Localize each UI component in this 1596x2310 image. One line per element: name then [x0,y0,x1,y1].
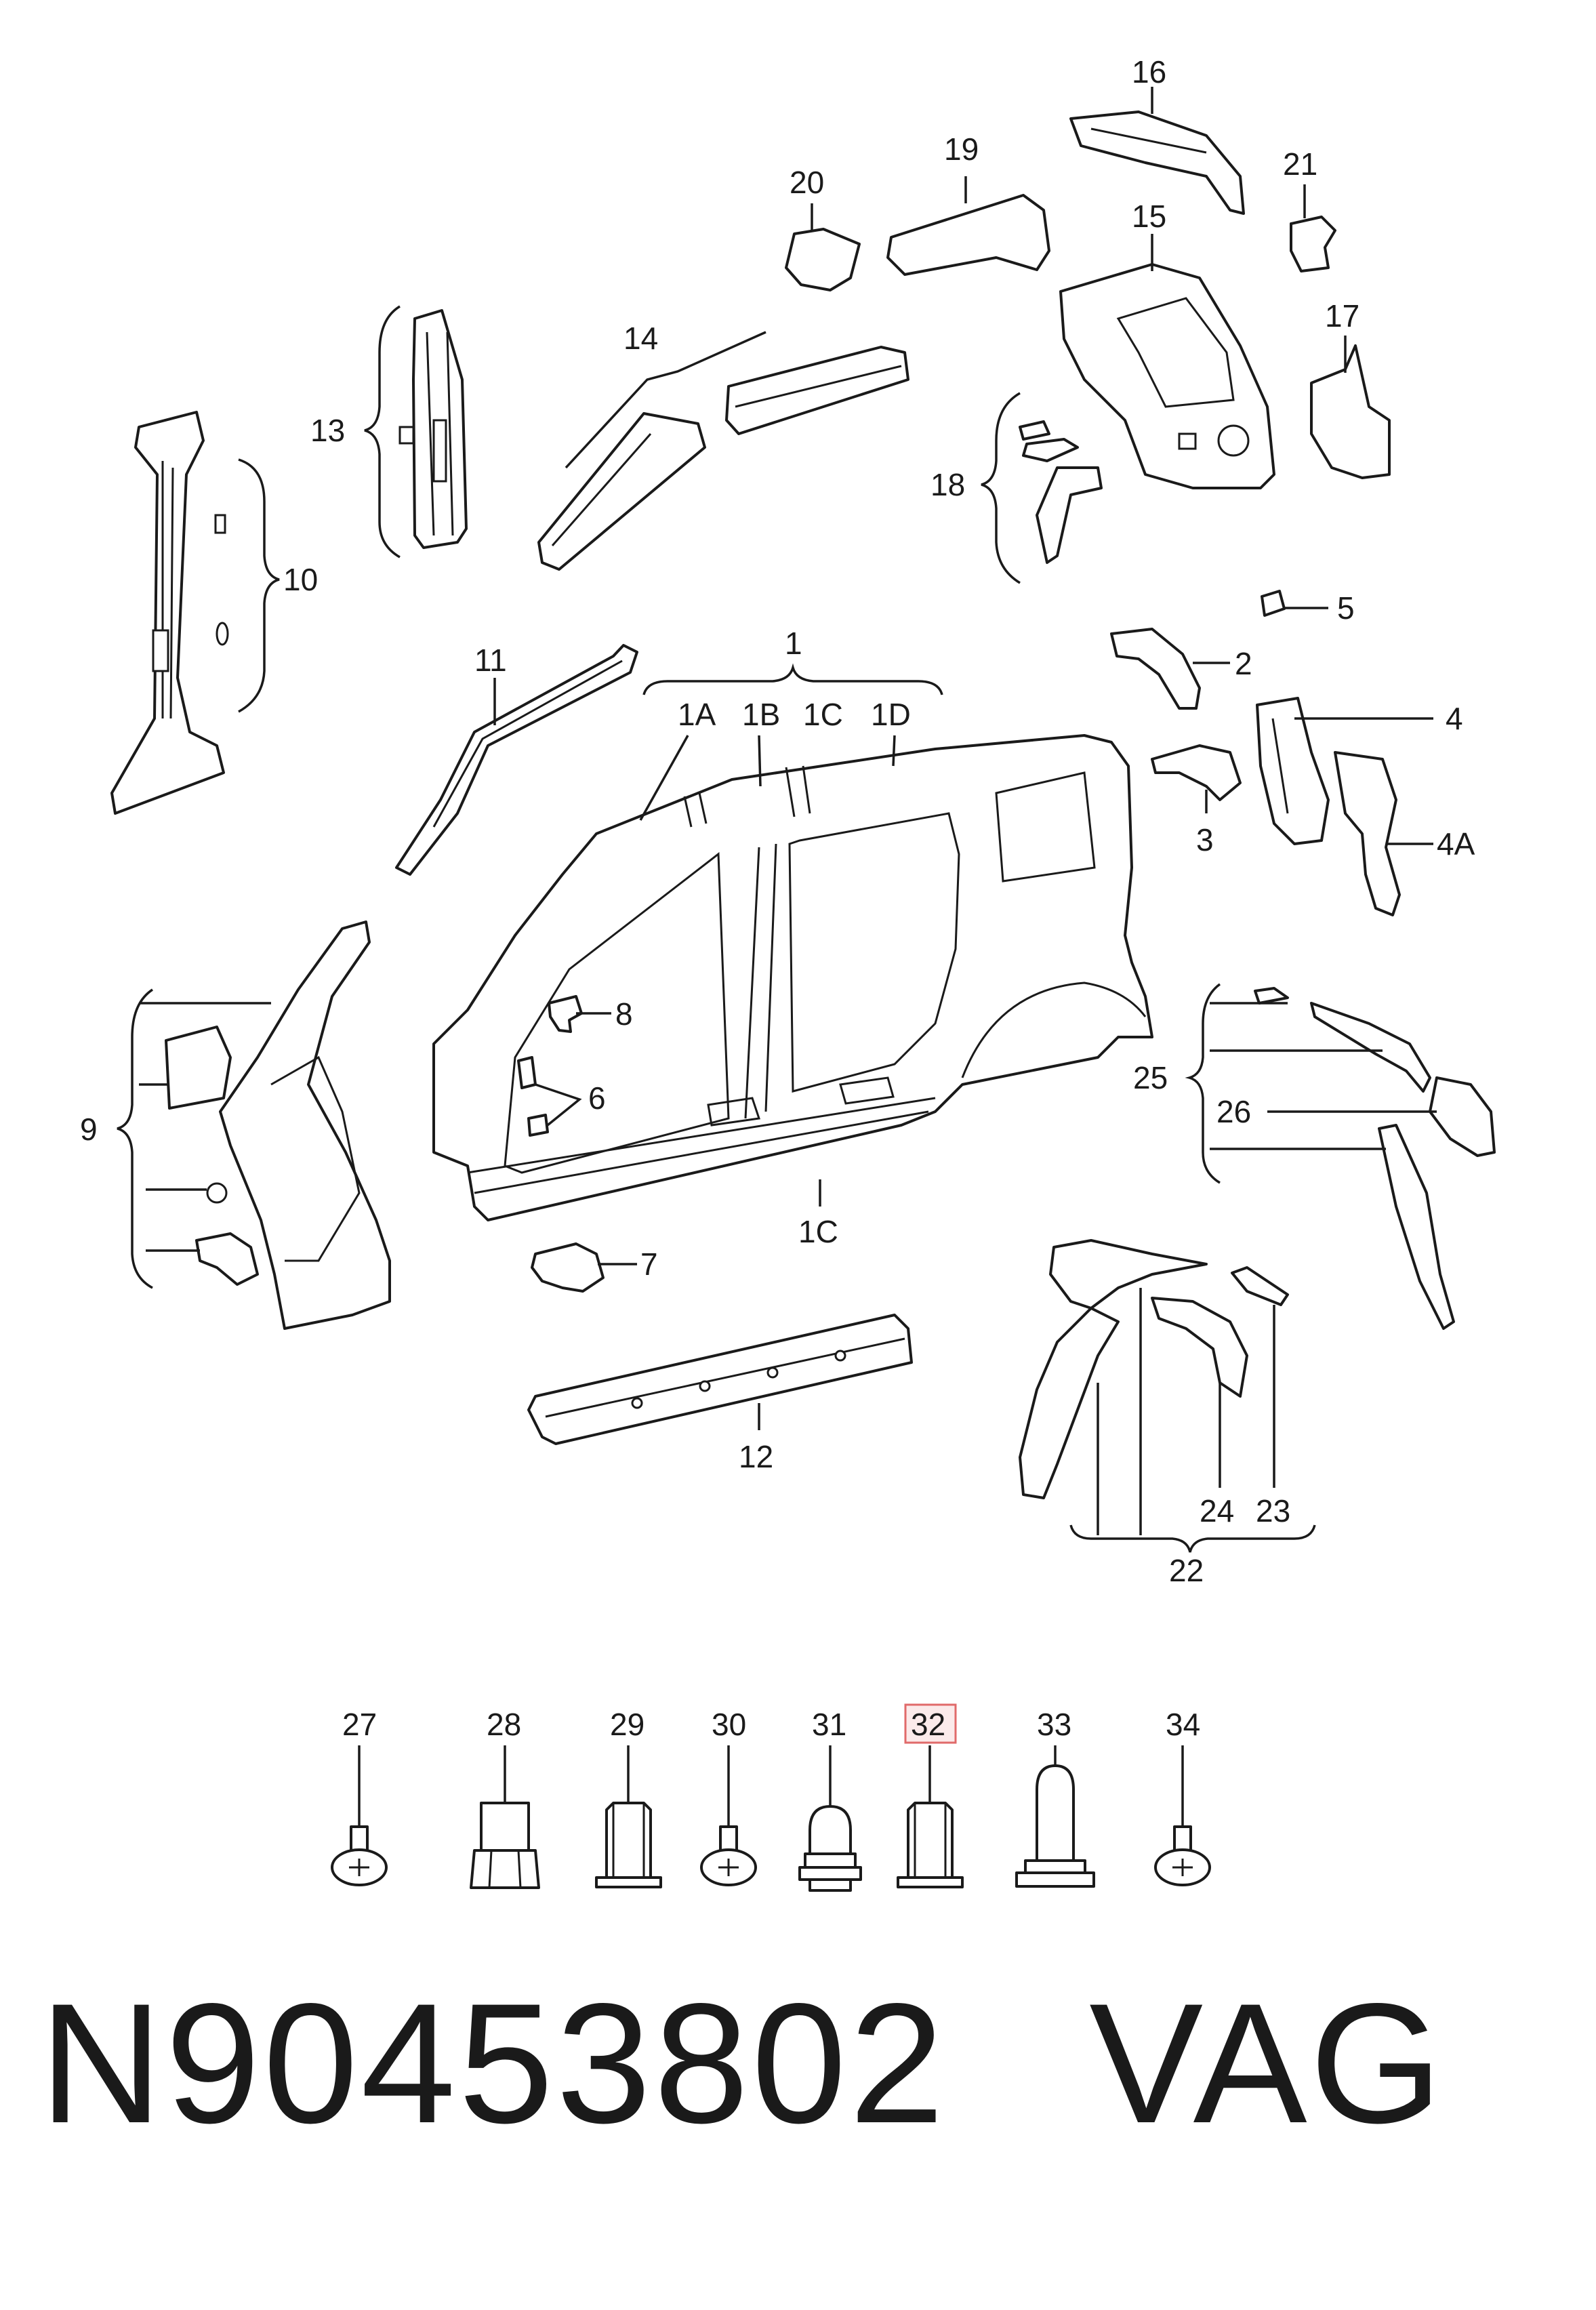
callout-6: 6 [588,1080,606,1116]
part-10-a-pillar [110,411,229,815]
leader-18 [981,392,1021,584]
highlight-box-32 [904,1703,957,1744]
callout-5: 5 [1337,590,1355,626]
callout-16: 16 [1132,54,1166,89]
leader-1b [758,735,762,787]
leader-13 [364,305,401,559]
fastener-30-bolt[interactable]: 30 [700,1707,757,1886]
part-7 [531,1242,605,1293]
part-13-b-pillar-reinforcement [398,309,468,549]
leader-1d [892,735,896,767]
callout-10: 10 [283,562,318,597]
part-9-a-pillar-outer [165,920,391,1330]
callout-23: 23 [1256,1493,1290,1528]
callout-22: 22 [1169,1553,1204,1588]
part-4a [1334,751,1401,916]
part-3 [1151,744,1242,801]
leader-14 [565,331,766,469]
callout-11: 11 [474,643,507,678]
callout-3: 3 [1196,822,1214,857]
leader-25 [1185,983,1221,1184]
callout-17: 17 [1325,298,1359,333]
callout-1: 1 [785,626,802,661]
part-15-rear-quarter-inner [1059,263,1275,489]
callout-31: 31 [812,1707,846,1742]
part-25-26-rear-strips [1254,987,1496,1330]
callout-25: 25 [1133,1060,1168,1095]
callout-19: 19 [944,131,979,167]
callout-1c: 1C [803,697,843,732]
callout-28: 28 [487,1707,521,1742]
part-5 [1261,590,1286,617]
leader-1a [639,735,689,821]
callout-14: 14 [623,321,658,356]
fastener-28-hex-insert[interactable]: 28 [470,1707,540,1889]
callout-1b: 1B [742,697,780,732]
callout-13: 13 [310,413,345,448]
part-22-wheel-house [1019,1239,1289,1499]
part-20 [785,228,861,291]
callout-7: 7 [640,1247,658,1282]
callout-1a: 1A [678,697,716,732]
part-19 [886,194,1050,276]
part-14-roof-rail [537,346,909,571]
callout-2: 2 [1235,646,1252,681]
fastener-29-rivet-nut[interactable]: 29 [595,1707,662,1888]
callout-26: 26 [1216,1094,1251,1129]
callout-18: 18 [930,467,965,502]
callout-20: 20 [790,165,824,200]
part-2 [1110,628,1201,710]
part-11-roof-side-rail [395,644,638,876]
leader-9 [117,988,153,1289]
fastener-32-rivet-nut[interactable]: 32 [897,1703,964,1888]
part-12-sill-reinforcement [527,1314,913,1445]
fastener-31-weld-stud[interactable]: 31 [798,1707,862,1892]
callout-27: 27 [342,1707,377,1742]
callout-4: 4 [1446,701,1463,736]
footer-caption: N90453802 VAG [39,1962,1557,2166]
callout-30: 30 [712,1707,746,1742]
callout-8: 8 [615,996,633,1032]
part-4 [1256,697,1330,845]
part-21 [1290,216,1336,272]
fastener-27-bolt[interactable]: 27 [331,1707,388,1886]
fastener-34-bolt[interactable]: 34 [1154,1707,1211,1886]
part-number: N90453802 [39,1968,947,2159]
callout-21: 21 [1283,146,1317,182]
callout-29: 29 [610,1707,644,1742]
callout-24: 24 [1200,1493,1234,1528]
callout-4a: 4A [1437,826,1475,862]
part-8 [548,995,583,1033]
part-17 [1310,344,1391,479]
callout-1c-sill: 1C [798,1214,838,1249]
part-1-body-side-panel [432,734,1153,1221]
leader-22 [1069,1524,1316,1553]
leader-6 [535,1083,582,1127]
leader-1-bracket [642,663,943,695]
callout-9: 9 [80,1112,98,1147]
callout-1d: 1D [871,697,911,732]
callout-12: 12 [739,1439,773,1474]
leader-10 [238,458,280,713]
callout-15: 15 [1132,199,1166,234]
callout-32: 32 [911,1707,945,1742]
fastener-33-flange-stud[interactable]: 33 [1015,1707,1095,1888]
part-6-upper [517,1056,537,1089]
part-18-brackets [1019,420,1103,564]
brand-name: VAG [1089,1968,1446,2159]
callout-33: 33 [1037,1707,1071,1742]
part-16 [1069,110,1245,215]
part-6-lower [527,1114,549,1137]
callout-34: 34 [1166,1707,1200,1742]
